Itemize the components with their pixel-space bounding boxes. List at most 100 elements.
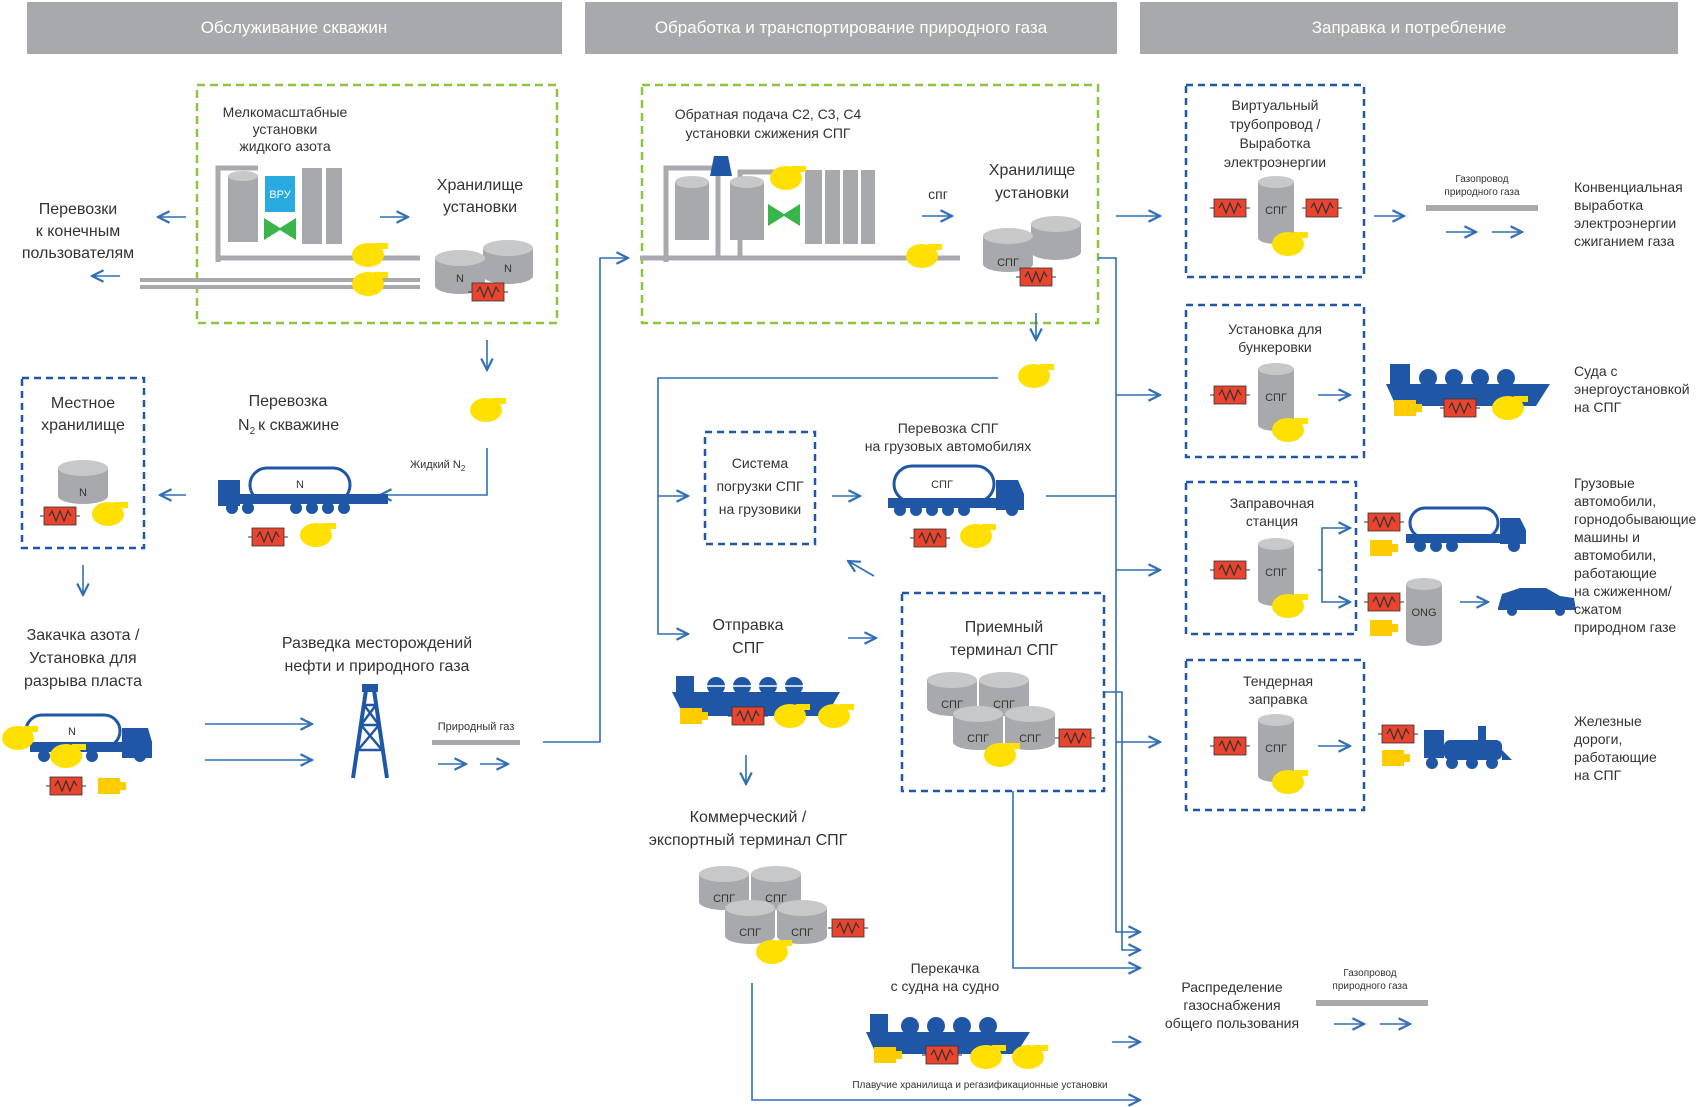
heater-icon — [467, 282, 509, 302]
liquefaction-zone — [640, 83, 1100, 325]
receiving-tanks: СПГ СПГ СПГ СПГ — [927, 672, 1055, 750]
injection-label: Закачка азота / — [27, 627, 140, 644]
motor-icon — [1370, 540, 1398, 556]
shipping-label: Отправка — [713, 617, 784, 634]
svg-text:экспортный терминал СПГ: экспортный терминал СПГ — [649, 832, 848, 849]
svg-text:хранилище: хранилище — [41, 417, 125, 434]
svg-text:работающие: работающие — [1574, 749, 1657, 765]
svg-text:установки сжижения СПГ: установки сжижения СПГ — [686, 125, 851, 141]
pump-icon — [92, 502, 128, 526]
n2-storage-tanks: N N — [435, 240, 533, 294]
svg-text:жидкого азота: жидкого азота — [239, 138, 331, 154]
heater-icon — [921, 1045, 963, 1065]
heater-icon — [1301, 198, 1343, 218]
truck-icon: СПГ — [888, 464, 1024, 516]
svg-text:установки: установки — [995, 185, 1069, 202]
spg-flow-label: спг — [928, 186, 948, 202]
bunkering-box — [1184, 303, 1366, 459]
pump-icon — [984, 743, 1020, 767]
distribution-label: Распределение — [1181, 979, 1283, 995]
svg-text:Установка для: Установка для — [29, 650, 136, 667]
svg-text:трубопровод /: трубопровод / — [1230, 116, 1321, 132]
conventional-power-label: Конвенциальная — [1574, 179, 1683, 195]
tender-label: Тендерная — [1243, 673, 1313, 689]
svg-text:Обслуживание скважин: Обслуживание скважин — [201, 18, 388, 37]
storage-label: Хранилище — [437, 177, 524, 194]
export-tanks: СПГ СПГ СПГ СПГ — [699, 866, 827, 944]
svg-text:СПГ: СПГ — [713, 893, 735, 905]
svg-text:природного газа: природного газа — [1444, 187, 1520, 198]
svg-text:выработка: выработка — [1574, 197, 1643, 213]
svg-text:машины и: машины и — [1574, 529, 1640, 545]
svg-text:дороги,: дороги, — [1574, 731, 1622, 747]
n2-plants-label: Мелкомасштабные — [223, 104, 348, 120]
svg-text:газоснабжения: газоснабжения — [1183, 997, 1280, 1013]
pump-icon — [470, 398, 506, 422]
svg-text:на СПГ: на СПГ — [1574, 767, 1622, 783]
ships-label: Суда с — [1574, 363, 1618, 379]
svg-text:погрузки СПГ: погрузки СПГ — [716, 478, 804, 494]
header-well-service: Обслуживание скважин — [27, 2, 562, 54]
svg-text:нефти и природного газа: нефти и природного газа — [285, 658, 470, 675]
svg-text:СПГ: СПГ — [739, 927, 761, 939]
svg-text:сжатом: сжатом — [1574, 601, 1622, 617]
pump-icon — [818, 704, 854, 728]
motor-icon — [1382, 750, 1410, 766]
feedback-label: Обратная подача C2, C3, C4 — [675, 106, 862, 122]
heater-icon — [1209, 736, 1251, 756]
pipeline-icon — [432, 740, 520, 745]
svg-text:СПГ: СПГ — [1265, 567, 1287, 579]
heater-icon — [1363, 512, 1405, 532]
heater-icon — [1377, 724, 1419, 744]
ship-to-ship-label: Перекачка — [911, 960, 980, 976]
tender-box — [1184, 658, 1366, 812]
svg-text:заправка: заправка — [1248, 691, 1307, 707]
pump-icon — [1492, 396, 1528, 420]
svg-text:СПГ: СПГ — [1265, 743, 1287, 755]
virtual-pipeline-box — [1184, 83, 1366, 279]
svg-text:СПГ: СПГ — [941, 699, 963, 711]
svg-text:природного газа: природного газа — [1332, 981, 1408, 992]
ship-icon — [1386, 364, 1550, 406]
pump-icon — [352, 272, 388, 296]
pump-icon — [1272, 594, 1308, 618]
heater-icon — [247, 527, 289, 547]
svg-text:терминал СПГ: терминал СПГ — [950, 642, 1058, 659]
truck-icon — [1406, 506, 1526, 552]
ong-label: ONG — [1411, 607, 1436, 619]
svg-text:СПГ: СПГ — [791, 927, 813, 939]
svg-text:СПГ: СПГ — [1265, 205, 1287, 217]
svg-text:автомобили,: автомобили, — [1574, 547, 1656, 563]
liquefaction-plant-icon — [640, 156, 960, 262]
heater-icon — [1363, 592, 1405, 612]
floating-storage-label: Плавучие хранилища и регазификационные у… — [852, 1079, 1107, 1091]
svg-text:СПГ: СПГ — [997, 257, 1019, 269]
svg-text:СПГ: СПГ — [931, 479, 953, 491]
heater-icon — [909, 528, 951, 548]
svg-text:СПГ: СПГ — [967, 733, 989, 745]
heater-icon — [39, 506, 81, 526]
car-icon — [1498, 588, 1576, 616]
svg-text:энергоустановкой: энергоустановкой — [1574, 381, 1690, 397]
virtual-pipeline-label: Виртуальный — [1232, 97, 1319, 113]
svg-text:СПГ: СПГ — [765, 893, 787, 905]
loading-system-label: Система — [732, 455, 789, 471]
pump-icon — [774, 704, 810, 728]
lng-storage-tanks: СПГ — [983, 216, 1081, 272]
svg-text:СПГ: СПГ — [993, 699, 1015, 711]
header-gas-processing: Обработка и транспортирование природного… — [585, 2, 1117, 54]
truck-transport-label: Перевозка СПГ — [898, 420, 999, 436]
derrick-icon — [351, 684, 389, 779]
transport-end-label: Перевозки — [39, 201, 118, 218]
station-label: Заправочная — [1230, 495, 1315, 511]
pump-icon — [1012, 1045, 1048, 1069]
receiving-terminal-label: Приемный — [965, 619, 1044, 636]
n2-transport-label: Перевозка — [249, 393, 328, 410]
gas-pipeline-label: Газопровод — [1455, 174, 1508, 185]
pipeline-icon — [1426, 205, 1538, 211]
pump-icon — [960, 524, 996, 548]
svg-text:N: N — [456, 273, 464, 285]
svg-text:электроэнергии: электроэнергии — [1224, 154, 1326, 170]
exploration-label: Разведка месторождений — [282, 635, 472, 652]
truck-icon: N — [24, 713, 152, 762]
